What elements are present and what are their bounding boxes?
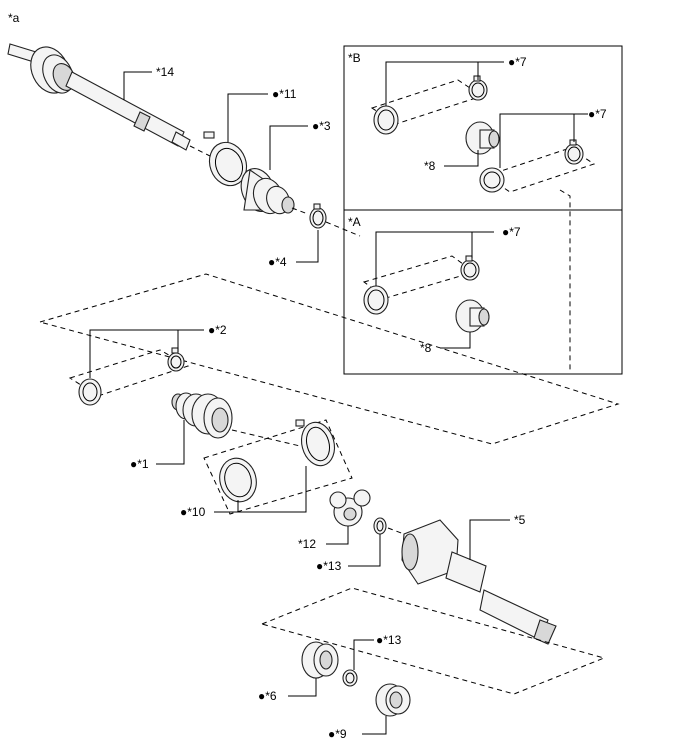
clamp-2-large [78,378,102,406]
view-b-label: *B [348,51,361,65]
callout-5: *5 [514,513,526,527]
view-b-dynamic-damper [465,121,500,155]
callout-7-b2: ●*7 [588,107,607,121]
callout-3: ●*3 [312,119,331,133]
figure-tag: *a [8,11,20,25]
outboard-joint-boot-3 [240,168,295,215]
callout-9: ●*9 [328,727,347,741]
clamp-2-small [167,347,185,372]
boot-clamp-11 [203,131,248,187]
view-b-clamp-large [373,105,399,135]
snap-ring-13-lower [342,669,358,687]
callout-1: ●*1 [130,457,149,471]
view-a-box [343,209,623,375]
bearing-6 [301,641,339,679]
callout-14: *14 [156,65,174,79]
callout-7-b1: ●*7 [508,55,527,69]
callout-2: ●*2 [208,323,227,337]
callout-10: ●*10 [180,505,206,519]
callout-6: ●*6 [258,689,277,703]
callout-8-a: *8 [420,341,432,355]
dust-deflector-9 [375,683,411,717]
view-a-dynamic-damper [455,299,490,333]
clamp-10-b [295,419,336,467]
callout-4: ●*4 [268,255,287,269]
inboard-joint-boot-1 [171,392,233,439]
boot-clamp-4 [309,203,327,229]
view-b-clamp-large-2 [479,167,505,193]
callout-13-lower: ●*13 [376,633,402,647]
callout-7-a: ●*7 [502,225,521,239]
inboard-joint-5 [401,519,557,645]
view-a-label: *A [348,215,361,229]
callout-8-b: *8 [424,159,436,173]
callout-13-upper: ●*13 [316,559,342,573]
callout-12: *12 [298,537,316,551]
clamp-10-a [219,457,257,503]
view-b-clamp-small-2 [564,139,584,165]
snap-ring-13-upper [373,517,387,535]
callout-11: ●*11 [272,87,297,101]
view-a-clamp-small [460,255,480,281]
tripod-joint-12 [329,489,371,527]
outboard-joint-shaft [7,43,191,151]
view-a-clamp-large [363,285,389,315]
